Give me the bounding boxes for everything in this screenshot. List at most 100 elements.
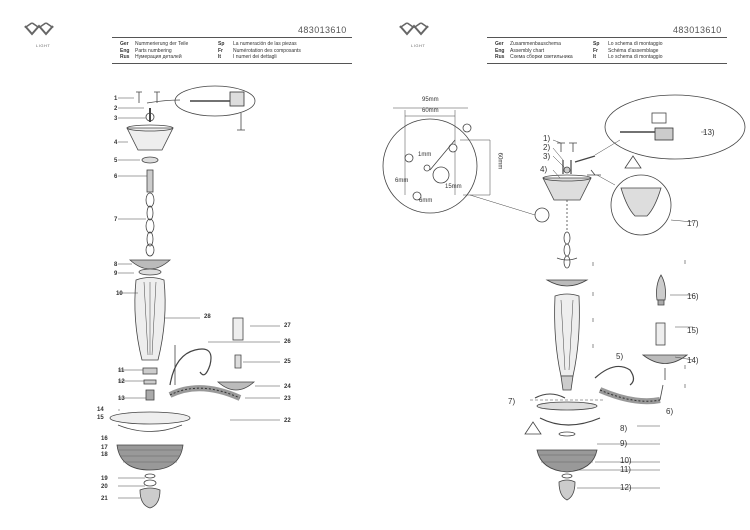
callout-5: 5 (114, 158, 118, 164)
callout-14: 14 (97, 407, 104, 413)
assembly-drawing (382, 94, 746, 501)
callout-20: 20 (101, 484, 108, 490)
callout-21: 21 (101, 496, 108, 502)
callout-27: 27 (284, 323, 291, 329)
scroll-arm (169, 348, 212, 386)
callout-10: 10 (116, 291, 123, 297)
bottom-finial (558, 479, 576, 501)
wire-detail-ellipse (604, 94, 746, 160)
callout-7: 7) (508, 397, 516, 406)
callout-16: 16 (101, 436, 108, 442)
glass-bowl (536, 449, 598, 473)
callout-12: 12 (118, 379, 125, 385)
callout-6: 6) (666, 407, 674, 416)
header-rule-top (112, 37, 352, 38)
hook-parts (138, 92, 158, 103)
bowl-plate (109, 411, 191, 425)
callout-7: 7 (114, 217, 118, 223)
callout-16: 16) (687, 292, 699, 301)
scroll-arm (594, 365, 635, 386)
logo-text: LIGHT (36, 43, 51, 48)
callout-1: 1) (543, 134, 551, 143)
flame-bulb (656, 274, 666, 301)
callout-19: 19 (101, 476, 108, 482)
callout-28: 28 (204, 314, 211, 320)
dimension-label: 1mm (418, 152, 432, 158)
header-rule-bottom (112, 63, 352, 64)
callout-14: 14) (687, 356, 699, 365)
rod (146, 169, 154, 193)
canopy (542, 177, 592, 201)
callout-24: 24 (284, 384, 291, 390)
candle-sleeve (232, 317, 244, 341)
warning-triangle-icon (524, 421, 542, 435)
callout-1: 1 (114, 96, 118, 102)
callout-6: 6 (114, 174, 118, 180)
junction-detail-ellipse (174, 85, 256, 117)
callout-8: 8 (114, 262, 118, 268)
callout-23: 23 (284, 396, 291, 402)
callout-22: 22 (284, 418, 291, 424)
article-code: 483013610 (673, 25, 722, 35)
bowl-plate (539, 417, 601, 426)
dimension-label: 6mm (419, 198, 433, 204)
glass-column (554, 293, 580, 377)
callout-4: 4 (114, 140, 118, 146)
callout-5: 5) (616, 352, 624, 361)
dimension-label: 95mm (422, 97, 439, 103)
bottom-finial (139, 487, 161, 509)
callout-9: 9) (620, 439, 628, 448)
dimension-label: 6mm (395, 178, 409, 184)
callout-18: 18 (101, 452, 108, 458)
callout-26: 26 (284, 339, 291, 345)
callout-25: 25 (284, 359, 291, 365)
callout-15: 15) (687, 326, 699, 335)
callout-11: 11) (620, 465, 631, 474)
warning-triangle-icon (624, 155, 642, 169)
callout-17: 17) (687, 219, 699, 228)
arm-cup (641, 354, 689, 364)
callout-13: 13 (118, 396, 125, 402)
glass-bowl (116, 444, 184, 471)
callout-2: 2) (543, 143, 551, 152)
callout-3: 3 (114, 116, 118, 122)
callout-9: 9 (114, 271, 118, 277)
mw-light-logo (22, 20, 62, 50)
top-cup (128, 259, 172, 270)
header-rule-top (487, 37, 727, 38)
dimension-label: 15mm (445, 184, 462, 190)
header-rule-bottom (487, 63, 727, 64)
top-cup (545, 279, 589, 287)
callout-8: 8) (620, 424, 628, 433)
callout-2: 2 (114, 106, 118, 112)
callout-3: 3) (543, 152, 551, 161)
arm-cup (216, 381, 256, 391)
callout-4: 4) (540, 165, 548, 174)
chain (145, 192, 155, 257)
mounting-plate-detail (382, 118, 478, 214)
callout-10: 10) (620, 456, 632, 465)
callout-11: 11 (118, 368, 125, 374)
logo-text: LIGHT (411, 43, 426, 48)
dimension-label: 60mm (422, 108, 439, 114)
candle-sleeve (655, 322, 666, 346)
canopy (126, 127, 174, 151)
callout-13: 13) (703, 128, 715, 137)
callout-12: 12) (620, 483, 632, 492)
